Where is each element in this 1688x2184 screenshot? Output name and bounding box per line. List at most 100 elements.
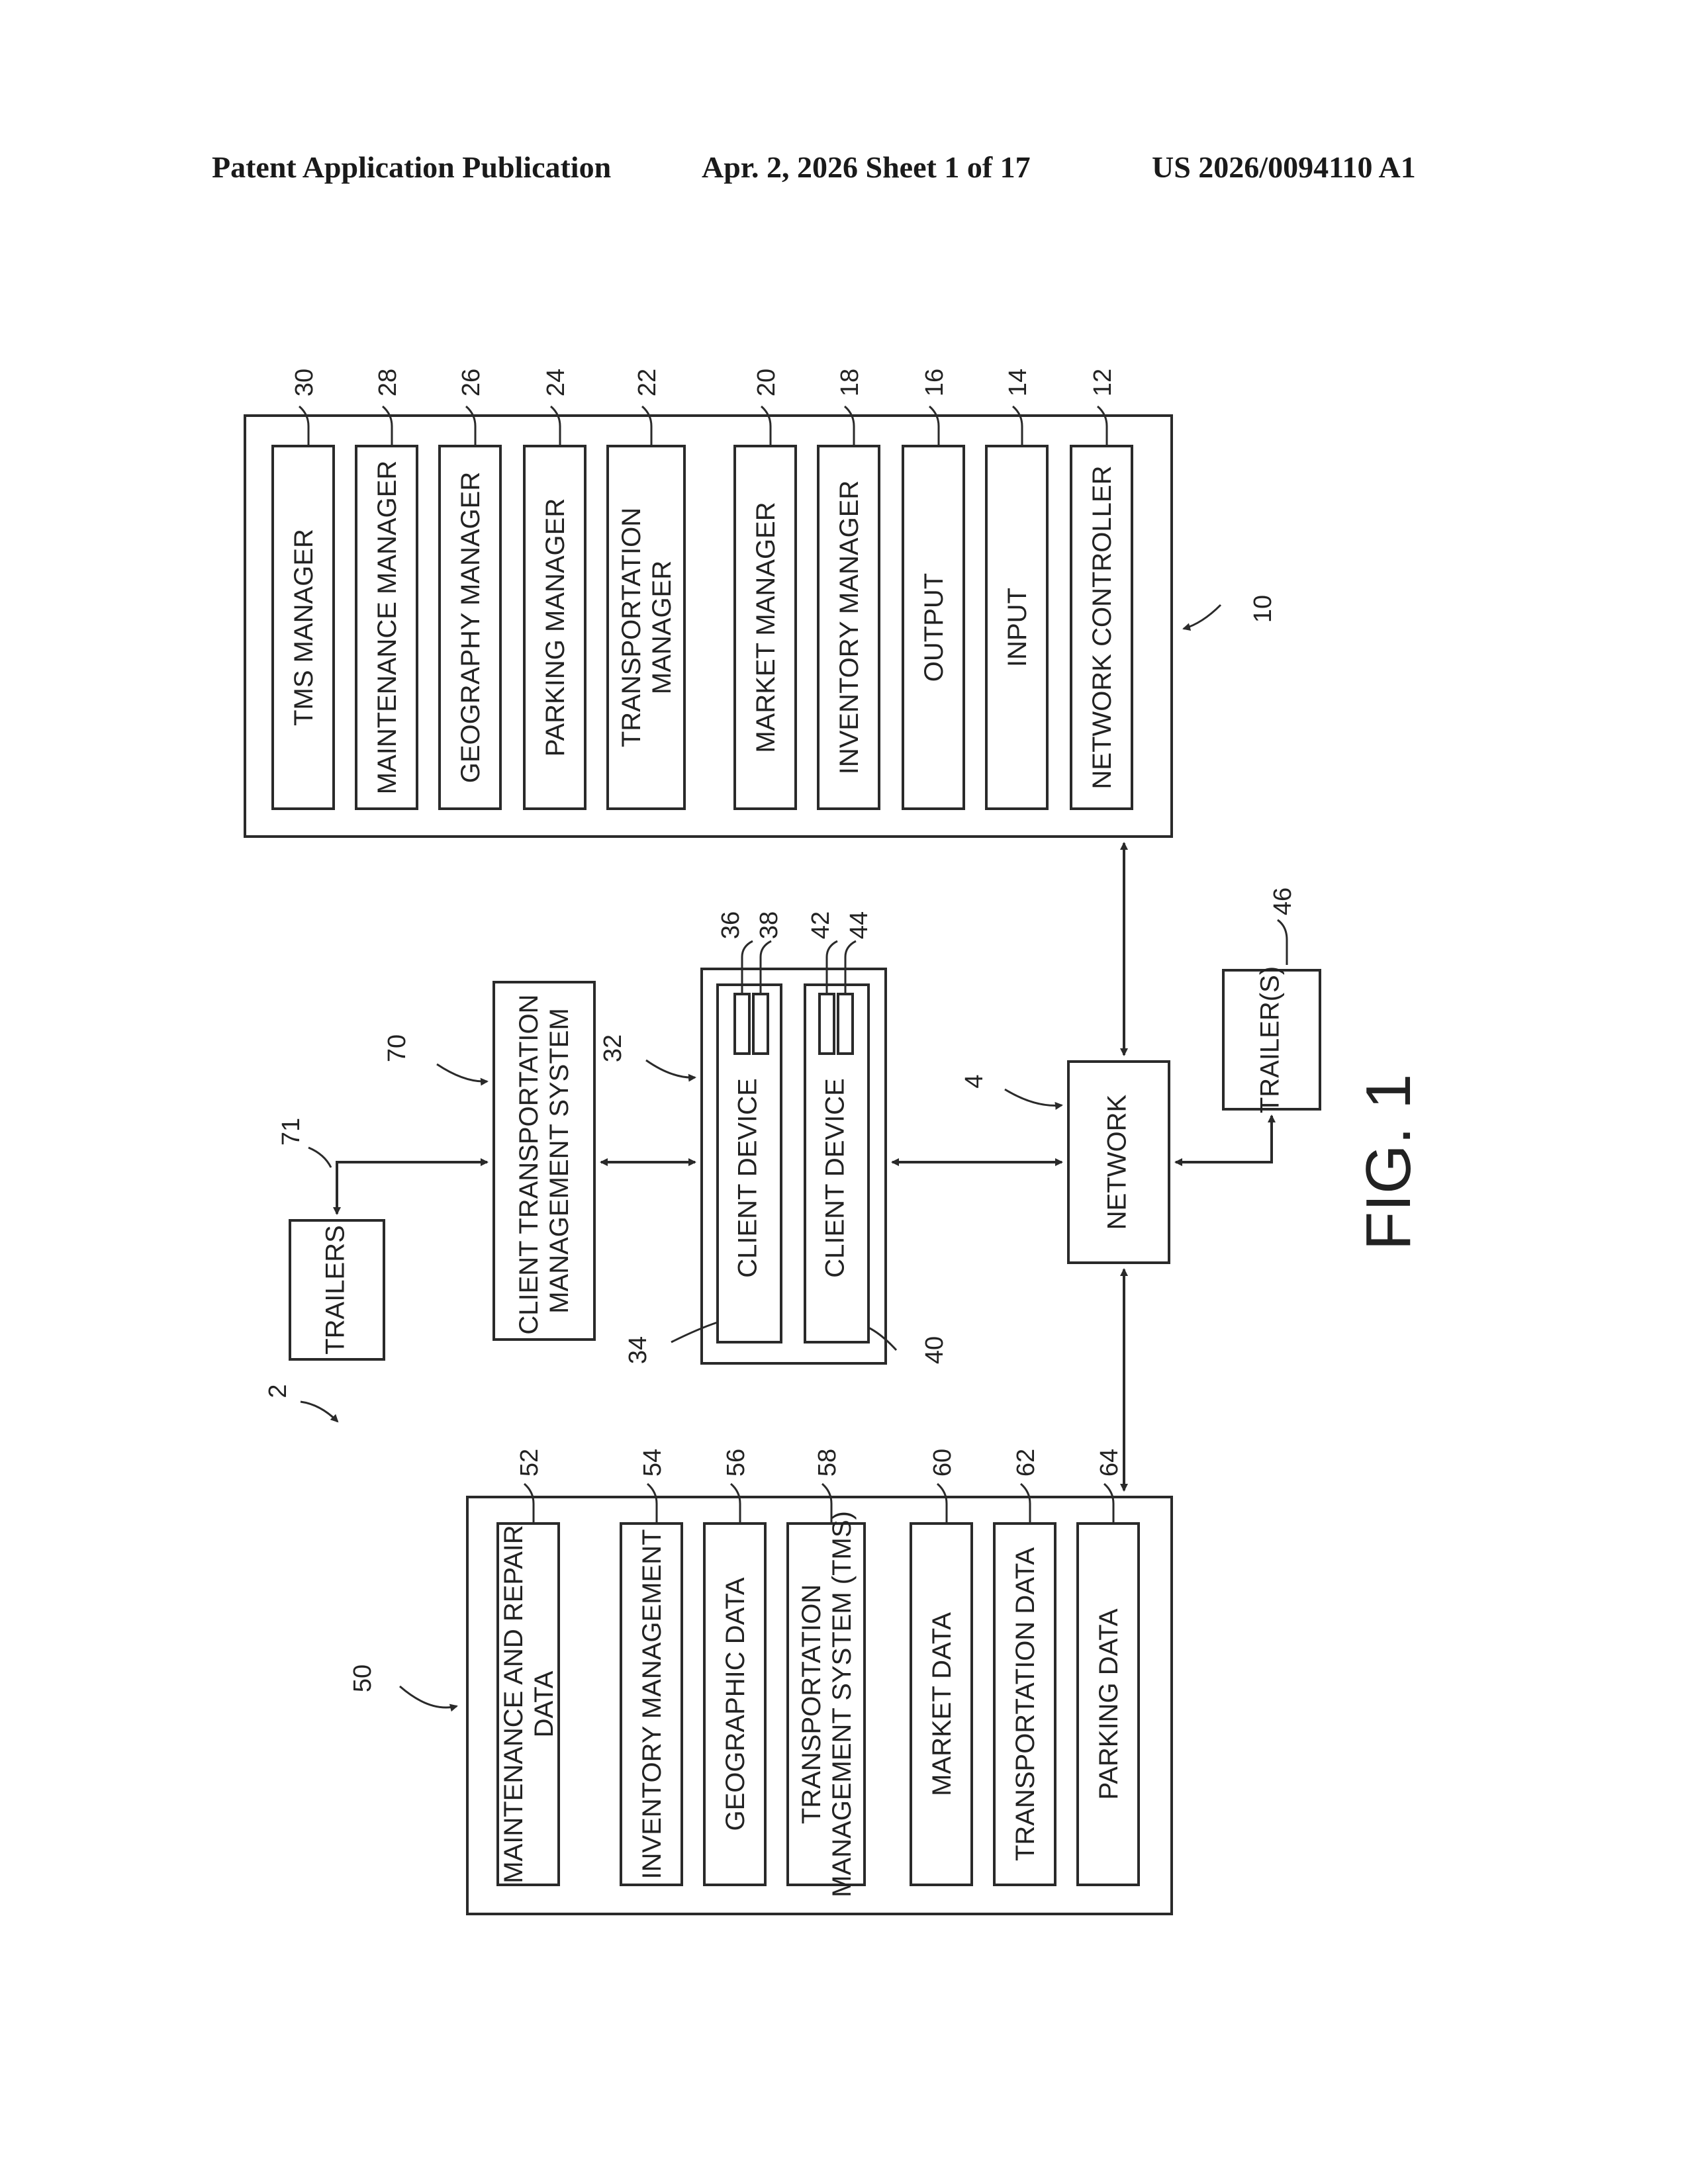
server-module-network-controller-label: NETWORK CONTROLLER [1088,466,1117,790]
ref-38: 38 [755,911,783,939]
server-module-market-manager-label-line-1: MARKET MANAGER [751,502,780,752]
server-module-maintenance-manager-ref-leader [383,406,392,446]
server-module-tms-manager-label-line-1: TMS MANAGER [289,529,318,726]
trailers-ref-leader [1278,920,1287,965]
database-module-parking-data-label-line-1: PARKING DATA [1094,1608,1123,1799]
server-module-parking-manager-ref-leader [551,406,560,446]
server-module-inventory-manager-label-line-1: INVENTORY MANAGER [835,480,864,775]
server-module-output-ref: 16 [921,369,949,396]
database-module-parking-data-ref-leader [1104,1484,1113,1524]
client-device-40-component-44 [838,994,853,1054]
server-module-input-label-line-1: INPUT [1003,588,1032,667]
server-module-transportation-manager-label: TRANSPORTATIONMANAGER [617,508,677,747]
server-module-transportation-manager-label-line-1: TRANSPORTATION [617,508,646,747]
database-module-geographic-data-label-line-1: GEOGRAPHIC DATA [721,1577,750,1831]
ref-42: 42 [807,911,835,939]
server-module-output-label: OUTPUT [919,573,949,682]
server-module-maintenance-manager-label-line-1: MAINTENANCE MANAGER [373,461,402,795]
database-module-parking-data-label: PARKING DATA [1094,1608,1123,1799]
database-ref-leader [400,1686,457,1707]
server-module-geography-manager-ref: 26 [457,369,485,396]
database-module-transportation-data-ref-leader [1021,1484,1030,1524]
server-module-network-controller-label-line-1: NETWORK CONTROLLER [1088,466,1117,790]
server-module-transportation-manager-label-line-2: MANAGER [647,561,677,694]
client-tms-label-line-2: MANAGEMENT SYSTEM [545,1008,574,1314]
system-ref-leader [301,1402,338,1422]
database-module-inventory-management-label: INVENTORY MANAGEMENT [637,1529,667,1880]
server-module-input-label: INPUT [1003,588,1032,667]
server-module-parking-manager-label-line-1: PARKING MANAGER [541,498,570,756]
client-device-40-component-42 [820,994,834,1054]
server-module-inventory-manager-ref: 18 [836,369,864,396]
client-device-34-label: CLIENT DEVICE [733,1078,763,1278]
client-device-34-component-36 [735,994,749,1054]
trailers-ref: 46 [1269,887,1297,915]
server-ref-leader [1184,605,1221,629]
server-module-parking-manager-label: PARKING MANAGER [541,498,570,756]
client-device-40-ref: 40 [921,1336,949,1364]
server-module-geography-manager-label-line-1: GEOGRAPHY MANAGER [456,472,485,783]
database-module-transportation-management-system-tms-label-line-1: TRANSPORTATION [797,1584,826,1824]
database-module-maintenance-and-repair-data-ref-leader [524,1484,534,1524]
connector-tms-client-trailers [337,1162,487,1214]
client-group-ref-leader [646,1060,695,1077]
figure-label: FIG. 1 [1353,1074,1424,1251]
client-device-34-component-38 [753,994,768,1054]
server-module-input-ref-leader [1013,406,1022,446]
database-module-market-data-label-line-1: MARKET DATA [927,1612,957,1796]
server-ref: 10 [1249,595,1277,623]
server-module-maintenance-manager-ref: 28 [374,369,402,396]
database-module-maintenance-and-repair-data-label-line-2: DATA [530,1670,559,1737]
client-device-40-label: CLIENT DEVICE [821,1078,850,1278]
database-module-transportation-management-system-tms-label-line-2: MANAGEMENT SYSTEM (TMS) [827,1511,857,1897]
network-label: NETWORK [1103,1094,1132,1230]
client-tms-box [494,982,594,1340]
database-module-geographic-data-ref: 56 [722,1449,750,1477]
network-ref: 4 [961,1074,988,1088]
client-device-34-ref: 34 [624,1336,652,1364]
client-tms-ref-leader [437,1064,487,1081]
database-module-transportation-data-label: TRANSPORTATION DATA [1011,1547,1040,1861]
server-module-parking-manager-ref: 24 [542,369,570,396]
database-module-parking-data-ref: 64 [1096,1449,1123,1477]
client-device-40-ref-leader [868,1328,896,1350]
client-trailers-label: TRAILERS [321,1225,350,1355]
server-module-maintenance-manager-label: MAINTENANCE MANAGER [373,461,402,795]
server-module-tms-manager-ref-leader [299,406,308,446]
server-module-transportation-manager-ref-leader [642,406,651,446]
server-module-geography-manager-ref-leader [466,406,475,446]
trailers-label: TRAILER(S) [1256,966,1285,1113]
database-module-inventory-management-ref: 54 [639,1449,667,1477]
client-trailers-ref-leader [308,1148,331,1167]
database-module-transportation-data-label-line-1: TRANSPORTATION DATA [1011,1547,1040,1861]
server-module-inventory-manager-label: INVENTORY MANAGER [835,480,864,775]
client-tms-label: CLIENT TRANSPORTATION MANAGEMENT SYSTEM [514,987,574,1334]
server-module-inventory-manager-ref-leader [845,406,854,446]
server-module-input-ref: 14 [1004,369,1032,396]
server-module-network-controller-ref-leader [1098,406,1107,446]
server-module-transportation-manager-ref: 22 [633,369,661,396]
database-module-geographic-data-label: GEOGRAPHIC DATA [721,1577,750,1831]
server-module-network-controller-ref: 12 [1089,369,1117,396]
client-group-frame [702,969,886,1363]
client-tms-label-line-1: CLIENT TRANSPORTATION [514,994,543,1334]
server-module-tms-manager-ref: 30 [291,369,318,396]
database-module-inventory-management-ref-leader [647,1484,657,1524]
server-module-tms-manager-label: TMS MANAGER [289,529,318,726]
server-module-market-manager-label: MARKET MANAGER [751,502,780,752]
network-ref-leader [1005,1089,1062,1106]
system-ref: 2 [264,1384,292,1398]
database-module-market-data-label: MARKET DATA [927,1612,957,1796]
server-module-geography-manager-label: GEOGRAPHY MANAGER [456,472,485,783]
database-module-transportation-data-ref: 62 [1012,1449,1040,1477]
database-module-maintenance-and-repair-data-ref: 52 [516,1449,543,1477]
database-module-inventory-management-label-line-1: INVENTORY MANAGEMENT [637,1529,667,1880]
database-module-market-data-ref: 60 [929,1449,957,1477]
server-module-output-label-line-1: OUTPUT [919,573,949,682]
database-module-transportation-management-system-tms-ref: 58 [814,1449,841,1477]
client-tms-ref: 70 [383,1034,411,1062]
database-module-maintenance-and-repair-data-label-line-1: MAINTENANCE AND REPAIR [499,1525,528,1884]
ref-44: 44 [845,911,873,939]
server-modules: TMS MANAGER 30MAINTENANCE MANAGER 28GEOGRA… [273,369,1132,809]
